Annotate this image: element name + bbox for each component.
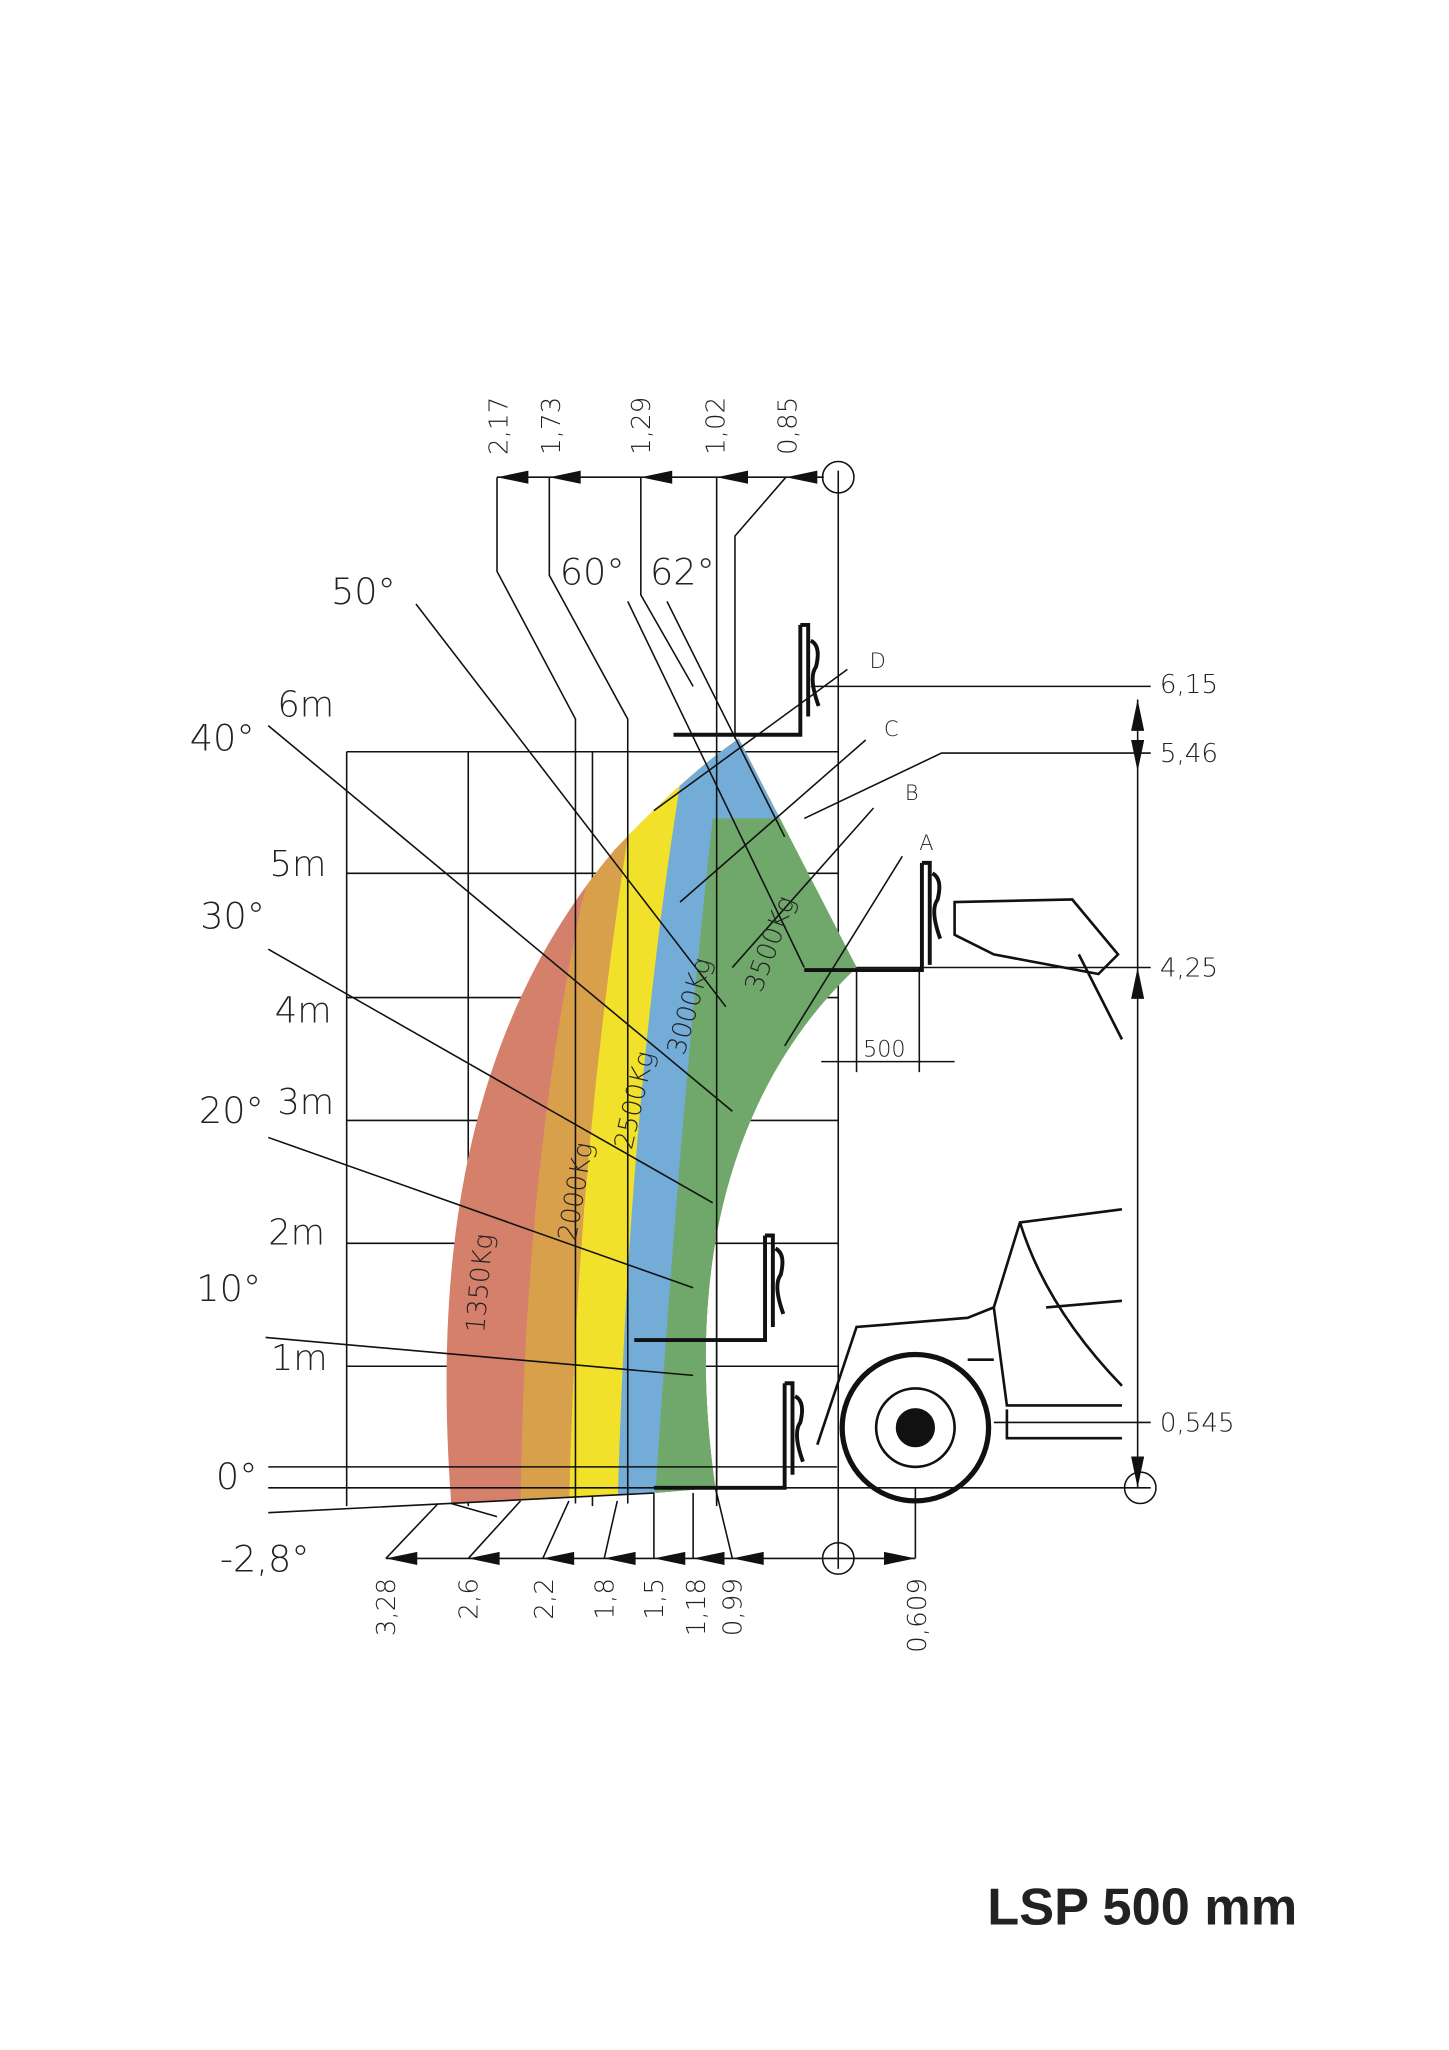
top-dimension-labels: 2,17 1,73 1,29 1,02 0,85 xyxy=(484,397,803,455)
bottom-dim: 1,8 xyxy=(590,1578,620,1620)
top-dim: 1,73 xyxy=(537,397,567,455)
bottom-dimension-labels: 3,28 2,6 2,2 1,8 1,5 1,18 0,99 0,609 xyxy=(372,1578,933,1653)
angle-60: 60° xyxy=(560,550,625,593)
angle-20: 20° xyxy=(199,1089,264,1132)
bottom-dim: 1,5 xyxy=(640,1578,670,1620)
top-dim: 0,85 xyxy=(773,397,803,455)
model-title: LSP 500 mm xyxy=(987,1878,1297,1936)
height-3m: 3m xyxy=(277,1082,334,1123)
angle-40: 40° xyxy=(190,716,255,759)
height-6m: 6m xyxy=(277,684,334,725)
position-b: B xyxy=(905,781,919,805)
top-dim: 2,17 xyxy=(484,397,514,455)
height-2m: 2m xyxy=(268,1213,325,1254)
right-dim-4-25: 4,25 xyxy=(1160,954,1218,984)
position-c: C xyxy=(884,717,899,741)
origin-markers xyxy=(821,460,1157,1575)
height-5m: 5m xyxy=(270,844,327,885)
position-a: A xyxy=(919,831,933,855)
height-4m: 4m xyxy=(275,990,332,1031)
angle-30: 30° xyxy=(200,894,265,937)
telehandler-icon xyxy=(816,898,1124,1504)
fork-offset-label: 500 xyxy=(863,1036,905,1062)
bottom-dim: 2,6 xyxy=(454,1578,484,1620)
bottom-dim: 1,18 xyxy=(682,1578,712,1636)
bottom-dim: 2,2 xyxy=(530,1578,560,1620)
top-dim: 1,29 xyxy=(627,397,657,455)
fork-icons xyxy=(634,622,943,1490)
position-labels: D C B A 500 xyxy=(863,649,934,1062)
bottom-dim: 0,99 xyxy=(718,1578,748,1636)
right-dim-6-15: 6,15 xyxy=(1160,670,1218,700)
angle-0: 0° xyxy=(216,1455,258,1498)
dimension-arrows xyxy=(385,470,1145,1565)
right-dim-0-545: 0,545 xyxy=(1160,1409,1235,1439)
angle-minus-2-8: -2,8° xyxy=(220,1537,310,1580)
angle-10: 10° xyxy=(196,1267,261,1310)
position-d: D xyxy=(870,649,886,673)
bottom-dim: 3,28 xyxy=(372,1578,402,1636)
bottom-dim: 0,609 xyxy=(903,1578,933,1653)
top-dim: 1,02 xyxy=(701,397,731,455)
angle-50: 50° xyxy=(331,570,396,613)
height-1m: 1m xyxy=(271,1338,328,1379)
right-dimension-labels: 6,15 5,46 4,25 0,545 xyxy=(1160,670,1235,1439)
angle-labels: 50° 60° 62° 40° 30° 20° 10° 0° -2,8° xyxy=(190,550,715,1580)
height-labels: 6m 5m 4m 3m 2m 1m xyxy=(268,684,334,1379)
angle-62: 62° xyxy=(650,550,715,593)
right-dim-5-46: 5,46 xyxy=(1160,739,1218,769)
